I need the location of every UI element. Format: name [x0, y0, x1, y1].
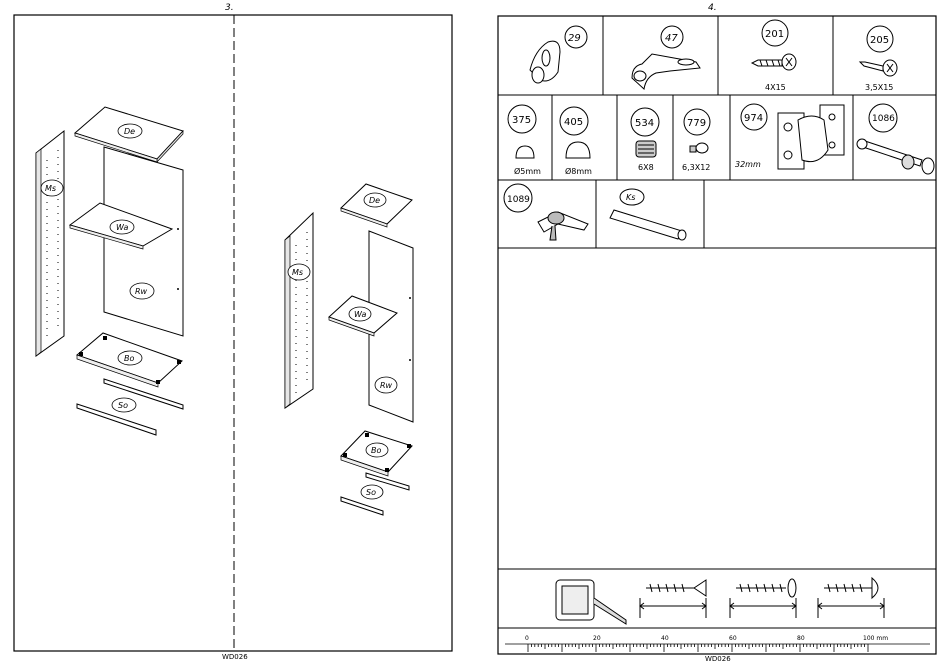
fitting-label-375: 375: [512, 115, 531, 126]
fitting-375-drawing: [516, 146, 534, 158]
ruler-label-80: 80: [797, 635, 805, 642]
caption-375: Ø5mm: [514, 166, 541, 176]
label-wa-2: Wa: [354, 310, 366, 319]
label-so-2: So: [366, 488, 376, 497]
ruler-label-20: 20: [593, 635, 601, 642]
tape-measure-drawing: [556, 580, 626, 624]
caption-534: 6X8: [638, 163, 654, 172]
ruler-label-60: 60: [729, 635, 737, 642]
label-ms: Ms: [45, 184, 56, 193]
caption-205: 3,5X15: [865, 83, 893, 92]
caption-779: 6,3X12: [682, 163, 710, 172]
fitting-1089-drawing: [538, 212, 588, 240]
label-so: So: [118, 401, 128, 410]
fitting-label-974: 974: [744, 113, 763, 124]
fitting-47-drawing: [632, 54, 700, 89]
left-assembly-drawing: De Ms Wa Rw Bo So De Ms Wa Rw Bo So: [0, 0, 470, 667]
ruler: [505, 644, 930, 652]
fitting-label-201: 201: [765, 29, 784, 40]
screw-countersunk-drawing: [640, 580, 706, 618]
fitting-29-drawing: [530, 41, 560, 83]
fitting-label-47: 47: [665, 33, 678, 44]
fitting-label-534: 534: [635, 118, 654, 129]
fitting-label-1089: 1089: [507, 195, 530, 205]
caption-974: 32mm: [735, 160, 761, 169]
label-bo: Bo: [124, 354, 134, 363]
plinth-strips: [77, 379, 183, 435]
fitting-405-drawing: [566, 142, 590, 158]
ruler-label-0: 0: [525, 635, 529, 642]
fittings-sheet: 29 47 201 205 375 405 534 779 974 1086 1…: [470, 0, 950, 667]
fitting-label-ks: Ks: [626, 193, 635, 202]
label-rw-2: Rw: [380, 381, 393, 390]
label-de-2: De: [369, 196, 380, 205]
fitting-974-drawing: [778, 105, 844, 169]
fitting-534-drawing: [636, 141, 656, 157]
ruler-label-100: 100 mm: [863, 635, 888, 642]
side-panel-ms: [36, 131, 64, 356]
fitting-201-drawing: [752, 54, 796, 70]
fitting-label-1086: 1086: [872, 114, 895, 124]
top-panel-de-2: [341, 184, 412, 227]
label-ms-2: Ms: [292, 268, 303, 277]
screw-pan-head-drawing: [730, 579, 796, 618]
fitting-label-405: 405: [564, 117, 583, 128]
rail-ks-drawing: [610, 210, 686, 240]
fitting-1086-drawing: [857, 139, 934, 174]
side-panel-ms-2: [285, 213, 313, 408]
caption-405: Ø8mm: [565, 166, 592, 176]
label-wa: Wa: [116, 223, 128, 232]
fitting-label-779: 779: [687, 118, 706, 129]
fitting-779-drawing: [690, 143, 708, 153]
fitting-205-drawing: [860, 60, 897, 76]
label-rw: Rw: [135, 287, 148, 296]
caption-201: 4X15: [765, 83, 786, 92]
label-bo-2: Bo: [371, 446, 381, 455]
fitting-label-205: 205: [870, 35, 889, 46]
screw-round-head-drawing: [818, 578, 884, 618]
label-de: De: [124, 127, 135, 136]
fitting-label-29: 29: [568, 33, 581, 44]
ruler-label-40: 40: [661, 635, 669, 642]
